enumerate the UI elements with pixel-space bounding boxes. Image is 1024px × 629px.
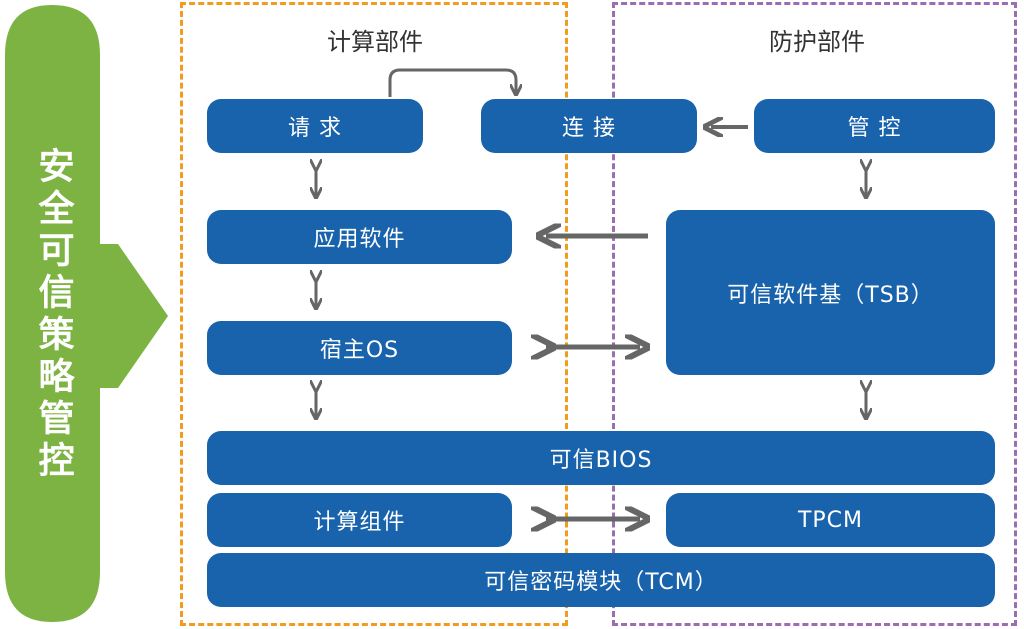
compute-region-title: 计算部件	[327, 28, 423, 56]
app-software-box: 应用软件	[207, 210, 512, 264]
request-box: 请 求	[207, 99, 423, 153]
compute-component-box: 计算组件	[207, 493, 512, 547]
tcm-box: 可信密码模块（TCM）	[207, 553, 995, 607]
control-box: 管 控	[754, 99, 995, 153]
trusted-bios-box: 可信BIOS	[207, 431, 995, 485]
tpcm-box: TPCM	[666, 493, 995, 547]
request-to-connect-arrow	[388, 68, 516, 97]
protect-region	[612, 2, 1017, 626]
protect-region-title: 防护部件	[769, 28, 865, 56]
tsb-box: 可信软件基（TSB）	[666, 210, 995, 375]
connect-box: 连 接	[481, 99, 697, 153]
compute-region	[180, 2, 568, 626]
host-os-box: 宿主OS	[207, 321, 512, 375]
policy-label: 安全可信策略管控	[32, 147, 74, 483]
